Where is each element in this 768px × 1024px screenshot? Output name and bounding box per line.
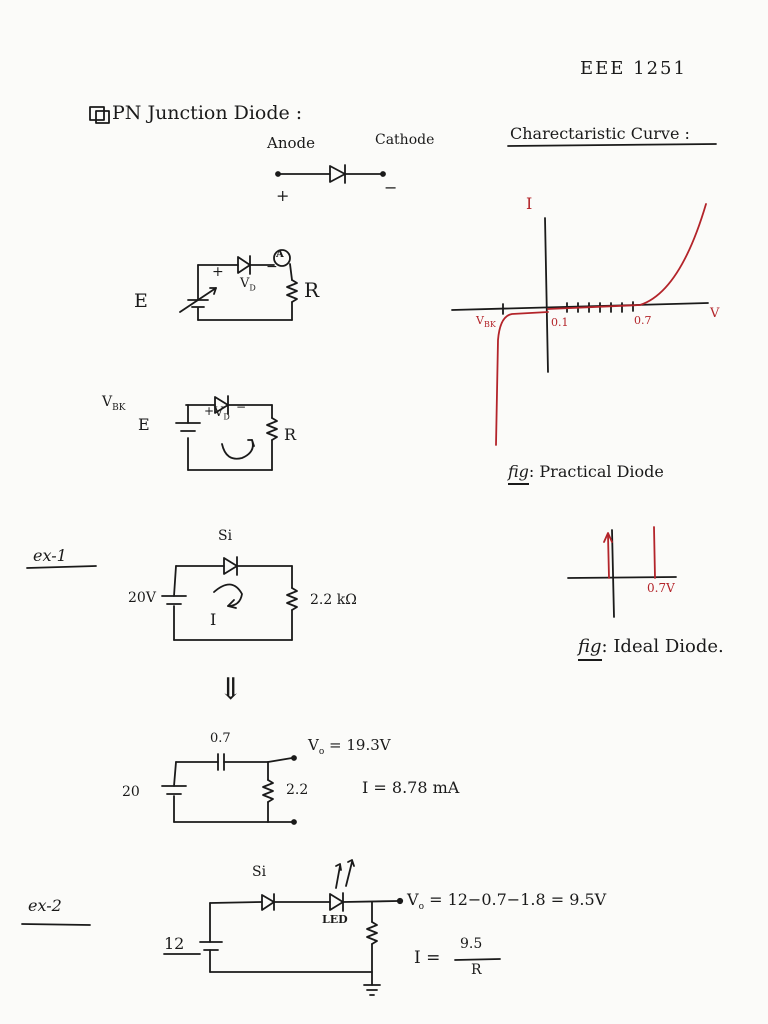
ex2-current-denominator: R <box>471 962 482 978</box>
ideal-tick-label: 0.7V <box>647 581 675 595</box>
ex2-circuit <box>163 859 404 996</box>
circuit-2 <box>175 395 278 471</box>
circuit2-vbk: VBK <box>102 394 126 413</box>
circuit2-plus: + <box>204 404 215 418</box>
anode-plus: + <box>276 186 290 205</box>
diode-symbol <box>275 164 386 184</box>
ex1-material: Si <box>218 528 233 544</box>
page-title: PN Junction Diode : <box>112 102 303 124</box>
y-axis <box>544 217 549 373</box>
ex1-eq-source-label: 20 <box>122 784 140 800</box>
ex2-vo-result: Vo = 12−0.7−1.8 = 9.5V <box>407 890 607 913</box>
cathode-minus: − <box>384 178 398 197</box>
ex1-label: ex-1 <box>33 546 67 565</box>
circuit1-resistor-label: R <box>304 278 320 302</box>
ex2-label: ex-2 <box>28 896 62 915</box>
curve-heading-underline <box>507 143 717 147</box>
curve-x-axis-label: V <box>710 306 720 321</box>
circuit1-minus: − <box>266 259 278 275</box>
circuit2-minus: − <box>236 400 247 414</box>
curve-y-axis-label: I <box>526 194 533 213</box>
ex2-underline <box>21 923 91 926</box>
circuit1-source-label: E <box>134 290 148 312</box>
ideal-caption: fig: Ideal Diode. <box>578 636 724 661</box>
ex2-current-prefix: I = <box>414 948 441 968</box>
circuit2-resistor-label: R <box>284 425 297 444</box>
ex1-circuit <box>161 556 298 641</box>
ex1-resistor-label: 2.2 kΩ <box>310 592 357 608</box>
ammeter-icon <box>273 249 291 267</box>
ex2-source-label: 12 <box>164 934 185 953</box>
ex1-equivalent-circuit <box>161 753 297 825</box>
ammeter-label: A <box>276 249 284 260</box>
ex1-eq-drop-label: 0.7 <box>210 731 231 746</box>
ex1-current-label: I <box>210 610 217 629</box>
circuit2-vd: VD <box>214 405 230 422</box>
ex2-material: Si <box>252 864 267 880</box>
curve-tick-0-1: 0.1 <box>551 316 569 329</box>
curve-tick-0-7: 0.7 <box>634 314 652 327</box>
course-code: EEE 1251 <box>580 58 687 79</box>
x-axis <box>451 302 709 311</box>
curve-heading: Charectaristic Curve : <box>510 124 690 143</box>
cathode-label: Cathode <box>375 132 435 148</box>
forward-curve <box>547 203 707 310</box>
ex1-eq-resistor-label: 2.2 <box>286 782 309 798</box>
circuit-1 <box>179 249 298 321</box>
ex2-fraction-bar <box>454 958 501 961</box>
led-symbol <box>329 893 344 911</box>
curve-vbk-label: VBK <box>476 314 496 330</box>
ex1-current-result: I = 8.78 mA <box>362 778 460 797</box>
ideal-curve-plot <box>567 526 677 618</box>
circuit1-vd: VD <box>240 276 256 293</box>
practical-curve-plot <box>451 203 709 446</box>
circuit2-source-label: E <box>138 415 150 434</box>
reverse-curve <box>495 311 549 446</box>
ex1-underline <box>26 565 97 569</box>
circuit1-plus: + <box>212 264 224 280</box>
ex2-led-label: LED <box>322 913 348 926</box>
ex2-current-numerator: 9.5 <box>460 936 483 952</box>
anode-label: Anode <box>267 134 316 152</box>
heading-checkbox-icon <box>89 106 110 124</box>
ex1-down-arrow: ⇓ <box>218 672 244 707</box>
ex1-source-label: 20V <box>128 590 156 606</box>
practical-caption: fig: Practical Diode <box>508 462 664 485</box>
ex1-vo-result: Vo = 19.3V <box>308 736 391 757</box>
